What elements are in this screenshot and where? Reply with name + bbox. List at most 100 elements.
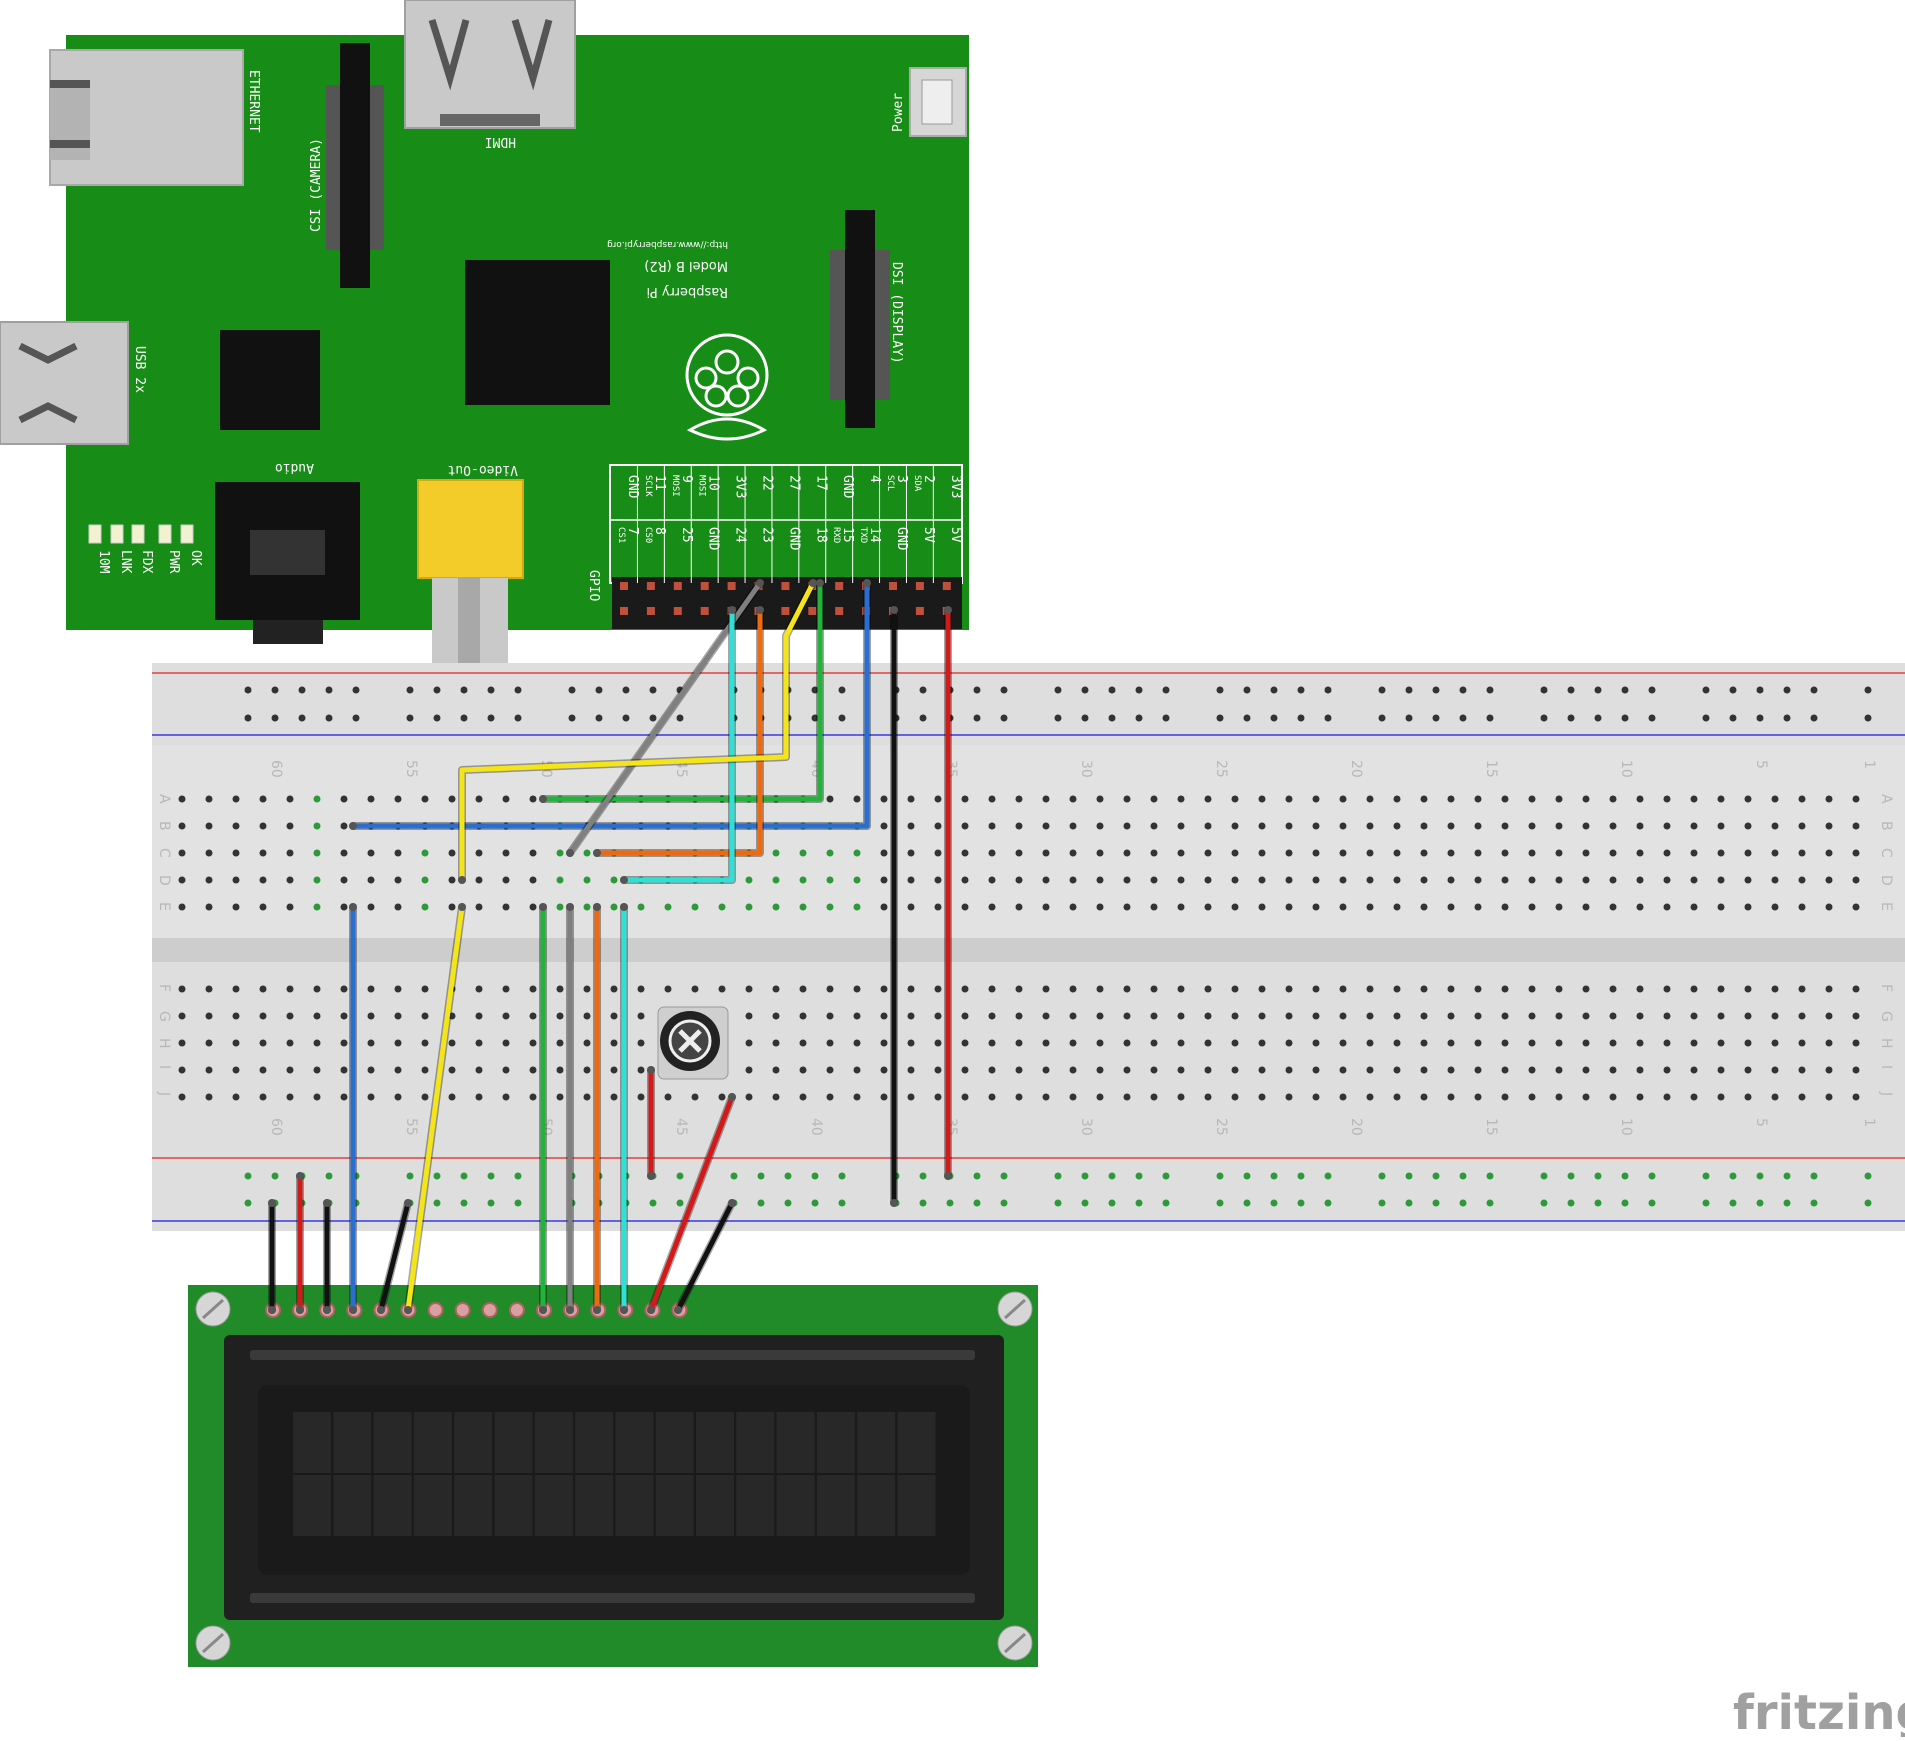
breadboard-hole[interactable] [1042,822,1050,830]
breadboard-hole[interactable] [556,849,564,857]
rail-hole[interactable] [1162,686,1170,694]
breadboard-hole[interactable] [286,1066,294,1074]
breadboard-hole[interactable] [286,903,294,911]
breadboard-hole[interactable] [826,795,834,803]
breadboard-hole[interactable] [529,1012,537,1020]
breadboard-hole[interactable] [1204,1093,1212,1101]
breadboard-hole[interactable] [1555,903,1563,911]
rail-hole[interactable] [838,686,846,694]
wire[interactable] [594,607,763,856]
breadboard-hole[interactable] [1528,1066,1536,1074]
rail-hole[interactable] [1378,714,1386,722]
breadboard-hole[interactable] [1339,1093,1347,1101]
breadboard-hole[interactable] [1366,1039,1374,1047]
breadboard-hole[interactable] [313,1012,321,1020]
rail-hole[interactable] [1378,1199,1386,1207]
breadboard-hole[interactable] [853,985,861,993]
breadboard-hole[interactable] [1285,1066,1293,1074]
breadboard-hole[interactable] [259,1066,267,1074]
breadboard-hole[interactable] [1852,985,1860,993]
wire[interactable] [675,1200,735,1313]
breadboard-hole[interactable] [1258,822,1266,830]
breadboard-hole[interactable] [502,1093,510,1101]
rail-hole[interactable] [514,1199,522,1207]
breadboard-hole[interactable] [313,795,321,803]
breadboard-hole[interactable] [232,903,240,911]
breadboard-hole[interactable] [529,1039,537,1047]
rail-hole[interactable] [433,1199,441,1207]
breadboard-hole[interactable] [1096,985,1104,993]
rail-hole[interactable] [1243,1199,1251,1207]
breadboard-hole[interactable] [718,903,726,911]
breadboard-hole[interactable] [313,822,321,830]
breadboard-hole[interactable] [853,1093,861,1101]
lcd-pin[interactable] [454,1302,471,1318]
breadboard-hole[interactable] [1447,903,1455,911]
rail-hole[interactable] [1000,1199,1008,1207]
breadboard-hole[interactable] [1123,849,1131,857]
breadboard-hole[interactable] [583,1093,591,1101]
breadboard-hole[interactable] [1636,985,1644,993]
breadboard-hole[interactable] [637,903,645,911]
breadboard-hole[interactable] [1015,1039,1023,1047]
rail-hole[interactable] [1621,1199,1629,1207]
gpio-pin[interactable] [781,582,790,590]
breadboard-hole[interactable] [1177,849,1185,857]
breadboard-hole[interactable] [367,876,375,884]
breadboard-hole[interactable] [1798,876,1806,884]
breadboard-hole[interactable] [1042,876,1050,884]
rail-hole[interactable] [1324,1172,1332,1180]
rail-hole[interactable] [1108,686,1116,694]
breadboard-hole[interactable] [1609,1093,1617,1101]
rail-hole[interactable] [271,686,279,694]
rail-hole[interactable] [1297,686,1305,694]
breadboard-hole[interactable] [1258,795,1266,803]
breadboard-hole[interactable] [1663,795,1671,803]
breadboard-hole[interactable] [1042,795,1050,803]
breadboard-hole[interactable] [1609,1012,1617,1020]
breadboard-hole[interactable] [394,1066,402,1074]
breadboard-hole[interactable] [556,1093,564,1101]
breadboard-hole[interactable] [1717,903,1725,911]
breadboard-hole[interactable] [1663,985,1671,993]
breadboard-hole[interactable] [1798,1093,1806,1101]
breadboard-hole[interactable] [853,849,861,857]
breadboard-hole[interactable] [448,1093,456,1101]
breadboard-hole[interactable] [799,903,807,911]
breadboard-hole[interactable] [934,849,942,857]
breadboard-hole[interactable] [421,985,429,993]
rail-hole[interactable] [244,1199,252,1207]
breadboard-hole[interactable] [934,1093,942,1101]
breadboard-hole[interactable] [529,903,537,911]
breadboard-hole[interactable] [1150,985,1158,993]
rail-hole[interactable] [1378,686,1386,694]
breadboard-hole[interactable] [1771,1093,1779,1101]
rail-hole[interactable] [1702,1199,1710,1207]
breadboard-hole[interactable] [1204,1066,1212,1074]
breadboard-hole[interactable] [1771,822,1779,830]
breadboard-hole[interactable] [340,1093,348,1101]
rail-hole[interactable] [1378,1172,1386,1180]
breadboard-hole[interactable] [961,1066,969,1074]
breadboard-hole[interactable] [286,1039,294,1047]
rail-hole[interactable] [352,714,360,722]
breadboard-hole[interactable] [1285,985,1293,993]
breadboard-hole[interactable] [1042,1039,1050,1047]
breadboard-hole[interactable] [421,795,429,803]
breadboard-hole[interactable] [934,876,942,884]
breadboard-hole[interactable] [367,903,375,911]
breadboard-hole[interactable] [826,849,834,857]
breadboard-hole[interactable] [691,985,699,993]
breadboard-hole[interactable] [1528,849,1536,857]
rail-hole[interactable] [811,1199,819,1207]
rail-hole[interactable] [1270,686,1278,694]
breadboard-hole[interactable] [1744,903,1752,911]
breadboard-hole[interactable] [448,1039,456,1047]
breadboard-hole[interactable] [907,849,915,857]
rail-hole[interactable] [1756,1172,1764,1180]
breadboard-hole[interactable] [1069,795,1077,803]
breadboard-hole[interactable] [475,1093,483,1101]
breadboard-hole[interactable] [1609,985,1617,993]
breadboard-hole[interactable] [1123,876,1131,884]
rail-hole[interactable] [1864,714,1872,722]
